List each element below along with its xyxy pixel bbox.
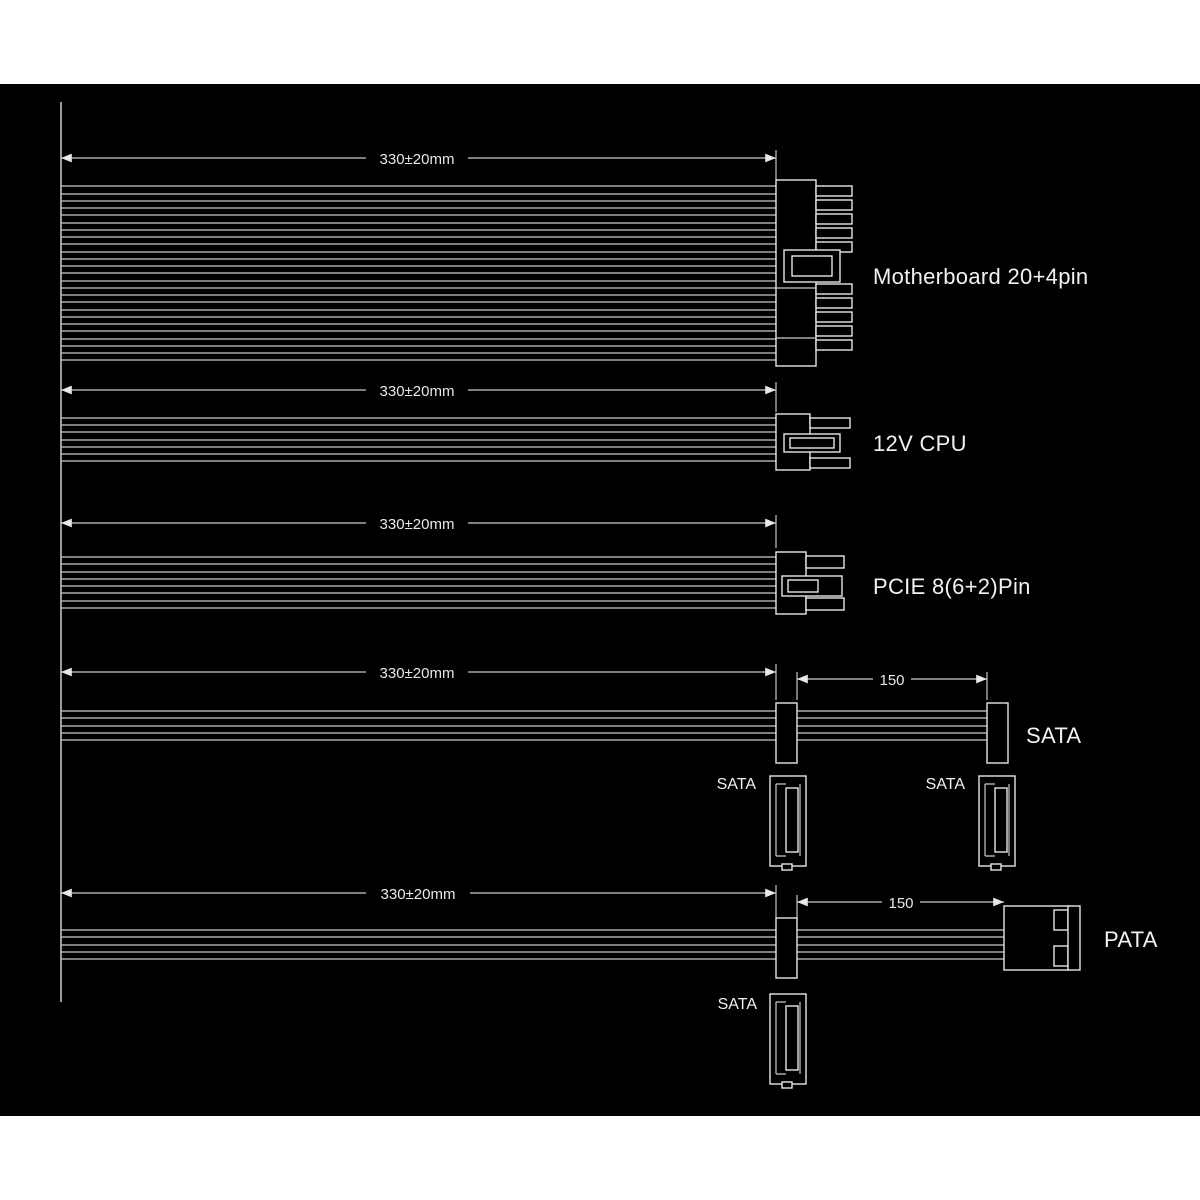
pcie-cable: 330±20mm PCIE 8(6+2)Pin bbox=[61, 515, 1031, 615]
pata-sata-drop-icon bbox=[769, 993, 807, 1089]
pata-length-label: 330±20mm bbox=[381, 886, 456, 903]
mb-connector-icon bbox=[775, 179, 853, 367]
diagram-panel bbox=[0, 84, 1200, 1116]
sata-cable: 330±20mm 150 SATA SATA SATA bbox=[61, 664, 1081, 871]
cpu-connector-icon bbox=[775, 413, 851, 471]
cpu-label: 12V CPU bbox=[873, 431, 967, 456]
mb-length-label: 330±20mm bbox=[380, 151, 455, 168]
sata-end-connector-icon bbox=[986, 702, 1009, 764]
pata-connector-icon bbox=[1003, 905, 1081, 971]
pata-sata-drop-label: SATA bbox=[718, 996, 758, 1013]
mb-wires bbox=[61, 185, 776, 361]
cpu-length-label: 330±20mm bbox=[380, 383, 455, 400]
pcie-label: PCIE 8(6+2)Pin bbox=[873, 574, 1031, 599]
sata-drop-2-icon bbox=[978, 775, 1016, 871]
sata-length-label: 330±20mm bbox=[380, 665, 455, 682]
pata-end-label: PATA bbox=[1104, 927, 1158, 952]
pata-junction-icon bbox=[775, 917, 798, 979]
pcie-length-label: 330±20mm bbox=[380, 516, 455, 533]
sata-drop-2-label: SATA bbox=[926, 776, 966, 793]
pcie-connector-icon bbox=[775, 551, 845, 615]
sata-end-label: SATA bbox=[1026, 723, 1081, 748]
sata-junction-1-icon bbox=[775, 702, 798, 764]
cpu-cable: 330±20mm 12V CPU bbox=[61, 382, 967, 471]
pata-spacing-label: 150 bbox=[888, 895, 913, 912]
pata-cable: 330±20mm 150 PATA SATA bbox=[61, 885, 1158, 1089]
sata-spacing-label: 150 bbox=[879, 672, 904, 689]
sata-drop-1-label: SATA bbox=[717, 776, 757, 793]
motherboard-cable: 330±20mm Motherboard 20+4pin bbox=[61, 150, 1088, 367]
sata-drop-1-icon bbox=[769, 775, 807, 871]
motherboard-label: Motherboard 20+4pin bbox=[873, 264, 1088, 289]
